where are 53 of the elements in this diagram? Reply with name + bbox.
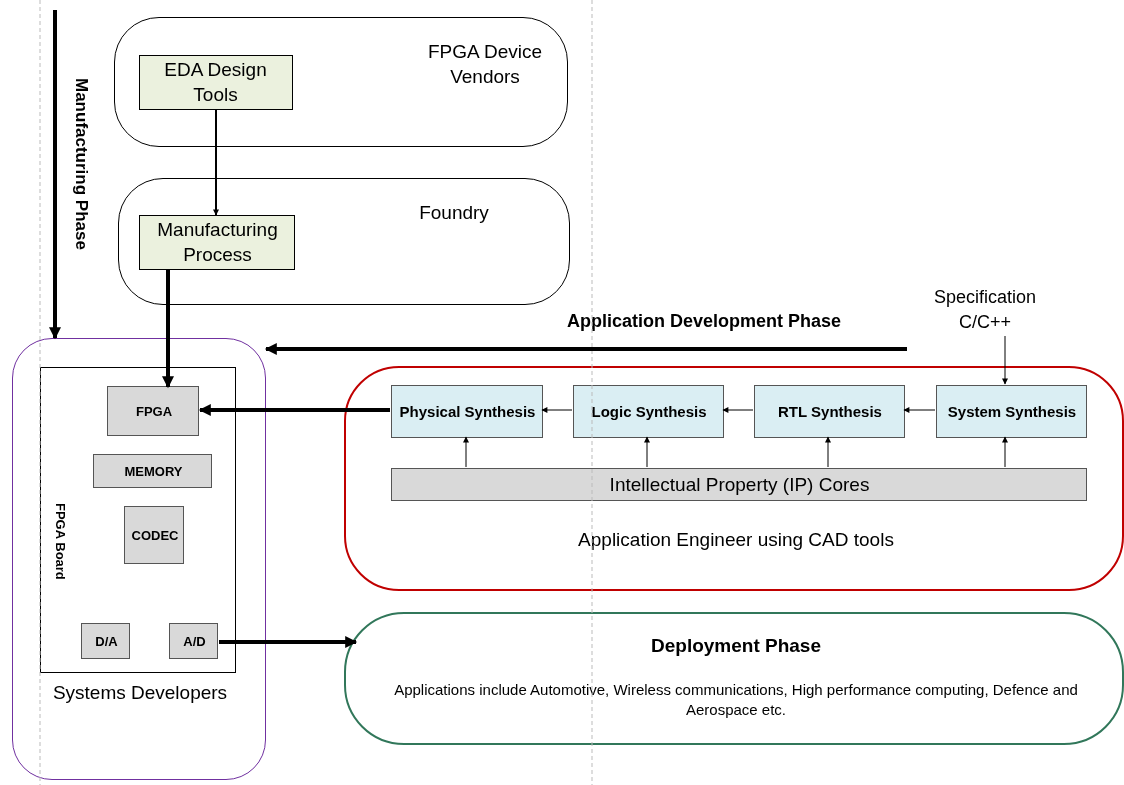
node-label: A/D — [182, 632, 207, 651]
board-box — [39, 366, 236, 673]
node-label: FPGA — [134, 402, 174, 421]
node-label: MEMORY — [123, 462, 184, 481]
node-label: Intellectual Property (IP) Cores — [608, 472, 871, 497]
node-label: Foundry — [418, 201, 490, 225]
node-label: FPGA Device Vendors — [426, 40, 543, 89]
process-box — [753, 384, 905, 438]
arrow — [213, 109, 219, 216]
arrow — [463, 436, 469, 468]
arrow — [825, 436, 831, 468]
process-box — [138, 54, 293, 110]
node-label: Manufacturing Process — [156, 218, 279, 267]
process-box — [572, 384, 724, 438]
process-box — [935, 384, 1087, 438]
node-label: System Synthesis — [946, 402, 1078, 423]
node-label: D/A — [94, 632, 119, 651]
chip-box — [93, 454, 212, 488]
group-panel — [344, 366, 1124, 591]
node-label: Logic Synthesis — [590, 402, 708, 423]
note-text: Specification C/C++ — [932, 285, 1038, 334]
arrow — [903, 407, 936, 413]
process-box — [390, 384, 543, 438]
phase-label: Manufacturing Phase — [71, 78, 93, 250]
node-label: Systems Developers — [51, 681, 229, 705]
chip-box — [169, 623, 218, 659]
arrow — [49, 10, 61, 340]
arrow — [219, 636, 358, 648]
arrow — [644, 436, 650, 468]
arrow — [1002, 436, 1008, 468]
arrow — [722, 407, 754, 413]
process-box — [138, 214, 295, 270]
arrow — [541, 407, 573, 413]
arrow — [1002, 335, 1008, 385]
group-panel — [118, 178, 570, 305]
library-bar — [390, 467, 1087, 501]
arrow — [264, 343, 907, 355]
group-panel — [12, 338, 266, 780]
heading: Deployment Phase — [650, 634, 822, 658]
node-label: EDA Design Tools — [163, 58, 268, 107]
phase-label: Application Development Phase — [567, 310, 842, 333]
arrow — [198, 404, 390, 416]
node-label: Physical Synthesis — [398, 402, 537, 423]
chip-box — [107, 386, 199, 436]
node-label: RTL Synthesis — [777, 402, 883, 423]
node-label: Application Engineer using CAD tools — [577, 528, 895, 552]
chip-box — [124, 506, 184, 564]
chip-box — [81, 623, 130, 659]
node-label: CODEC — [130, 526, 180, 545]
node-label: Applications include Automotive, Wireless communications, High performance computing, Defence and Aerospace etc. — [393, 680, 1079, 719]
group-panel — [114, 17, 568, 147]
phase-panel — [344, 612, 1124, 745]
vertical-label: FPGA Board — [51, 502, 68, 580]
